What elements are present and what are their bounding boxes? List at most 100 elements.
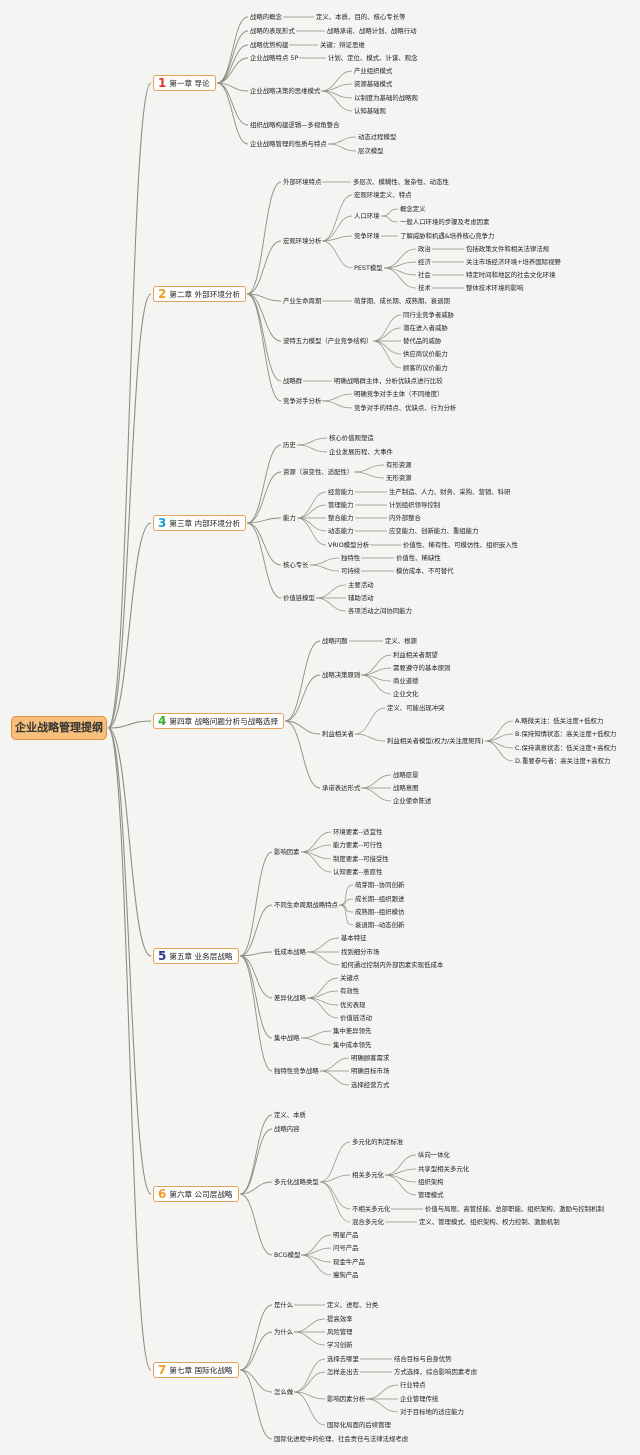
topic[interactable]: 国际化局面的后续管理 (327, 1421, 391, 1429)
topic[interactable]: 包括政策文件和相关法律法规 (466, 245, 550, 253)
topic[interactable]: 企业发展历程、大事件 (329, 448, 393, 456)
topic[interactable]: 有形资源 (386, 461, 412, 469)
topic[interactable]: 利益相关者 (322, 730, 354, 738)
topic[interactable]: 组织战略构建逻辑—多视角整合 (250, 121, 340, 129)
topic[interactable]: BCG模型 (274, 1251, 301, 1259)
topic[interactable]: 现金牛产品 (333, 1258, 365, 1266)
topic[interactable]: 社会 (418, 271, 431, 279)
topic[interactable]: 主要活动 (348, 581, 374, 589)
topic[interactable]: 企业管理传统 (400, 1395, 439, 1403)
topic[interactable]: 管理能力 (328, 501, 354, 509)
topic[interactable]: 宏观环境定义、特点 (354, 191, 412, 199)
topic[interactable]: 认知基础观 (354, 107, 386, 115)
topic[interactable]: 整合能力 (328, 514, 354, 522)
topic[interactable]: 了解威胁和机遇&培养核心竞争力 (400, 232, 495, 240)
topic[interactable]: 共享型相关多元化 (418, 1165, 470, 1173)
topic[interactable]: 多元化的判定标准 (352, 1138, 404, 1146)
topic[interactable]: 关注市场经济环境+培养国际视野 (466, 258, 561, 266)
topic[interactable]: 定义、本质、目的、核心专长等 (316, 13, 406, 21)
topic[interactable]: 宏观环境分析 (283, 237, 322, 245)
topic[interactable]: 独特性竞争战略 (274, 1067, 319, 1075)
topic[interactable]: 多元化战略类型 (274, 1178, 319, 1186)
topic[interactable]: 波特五力模型（产业竞争结构） (283, 337, 373, 345)
topic[interactable]: B.保持知情状态：高关注度+低权力 (515, 730, 617, 738)
topic[interactable]: VRIO模型分析 (328, 541, 370, 549)
topic[interactable]: 可持续 (341, 567, 361, 575)
topic[interactable]: 计划、定位、模式、计谋、观念 (328, 54, 418, 62)
topic[interactable]: PEST模型 (354, 264, 383, 272)
topic[interactable]: 一般人口环境的步骤及考虑因素 (400, 218, 490, 226)
topic[interactable]: 战略愿景 (393, 771, 419, 779)
topic[interactable]: 集中差异领先 (333, 1027, 372, 1035)
topic[interactable]: 需要遵守的基本原则 (393, 664, 451, 672)
topic[interactable]: 定义、可能出现冲突 (387, 704, 445, 712)
topic[interactable]: 核心价值观塑造 (329, 434, 374, 442)
topic[interactable]: 如何通过控制内外部因素实现低成本 (341, 961, 444, 969)
topic[interactable]: 定义、管理模式、组织架构、权力控制、激励机制 (419, 1218, 560, 1226)
topic[interactable]: 资源（演变性、适配性） (283, 468, 354, 476)
topic[interactable]: 不相关多元化 (352, 1205, 391, 1213)
topic[interactable]: 能力要素--可行性 (333, 841, 383, 849)
topic[interactable]: 集中成本领先 (333, 1041, 372, 1049)
topic[interactable]: 差异化战略 (274, 994, 306, 1002)
topic[interactable]: 战略决策原则 (322, 671, 361, 679)
topic[interactable]: 以制度为基础的战略观 (354, 94, 418, 102)
topic[interactable]: 同行业竞争者威胁 (403, 311, 455, 319)
topic[interactable]: 生产制造、人力、财务、采购、营销、科研 (389, 488, 511, 496)
topic[interactable]: 能力 (283, 514, 296, 522)
topic[interactable]: 价值与局限、高管技能、总部职能、组织架构、激励与控制机制 (425, 1205, 604, 1213)
topic[interactable]: 经济 (418, 258, 431, 266)
topic[interactable]: 影响因素 (274, 848, 300, 856)
topic[interactable]: 历史 (283, 441, 296, 449)
topic[interactable]: 企业战略决策的思维模式 (250, 87, 321, 95)
topic[interactable]: 各项活动之间协同能力 (348, 607, 412, 615)
topic[interactable]: C.保持满意状态：低关注度+高权力 (515, 744, 617, 752)
topic[interactable]: 竞争对手的特点、优缺点、行为分析 (354, 404, 457, 412)
topic[interactable]: 经营能力 (328, 488, 354, 496)
topic[interactable]: 瘦狗产品 (333, 1271, 359, 1279)
topic[interactable]: 成长期--组织跟进 (355, 895, 405, 903)
topic[interactable]: 竞争环境 (354, 232, 380, 240)
topic[interactable]: 优劣表现 (340, 1001, 366, 1009)
topic[interactable]: 明确顾客需求 (351, 1054, 390, 1062)
topic[interactable]: 影响因素分析 (327, 1395, 366, 1403)
topic[interactable]: 产业生命周期 (283, 297, 322, 305)
topic[interactable]: 产业组织模式 (354, 67, 393, 75)
topic[interactable]: 价值链活动 (340, 1014, 372, 1022)
topic[interactable]: 定义、根源 (385, 637, 417, 645)
topic[interactable]: 选择经营方式 (351, 1081, 390, 1089)
topic[interactable]: 战略承诺、战略计划、战略行动 (327, 27, 417, 35)
topic[interactable]: 战略群 (283, 377, 303, 385)
topic[interactable]: 明确目标市场 (351, 1067, 390, 1075)
topic[interactable]: 政治 (418, 245, 431, 253)
topic[interactable]: 低成本战略 (274, 948, 306, 956)
topic[interactable]: 认知要素--意愿性 (333, 868, 383, 876)
topic[interactable]: 内外部整合 (389, 514, 421, 522)
topic[interactable]: 对于目标地的适应能力 (400, 1408, 464, 1416)
topic[interactable]: 价值性、稀有性、可模仿性、组织嵌入性 (403, 541, 519, 549)
topic[interactable]: 纵向一体化 (418, 1151, 450, 1159)
topic[interactable]: 模仿成本、不可替代 (396, 567, 454, 575)
topic[interactable]: 明星产品 (333, 1231, 359, 1239)
topic[interactable]: 核心专长 (283, 561, 309, 569)
topic[interactable]: 替代品的威胁 (403, 337, 442, 345)
topic[interactable]: 独特性 (341, 554, 361, 562)
topic[interactable]: 环境要素--适宜性 (333, 828, 383, 836)
topic[interactable]: 结合目标与自身优势 (394, 1355, 452, 1363)
topic[interactable]: 明确竞争对手主体（不同维度） (354, 390, 444, 398)
topic[interactable]: 明确战略群主体，分析优缺点进行比较 (334, 377, 443, 385)
topic[interactable]: 应变能力、创新能力、重组能力 (389, 527, 479, 535)
topic[interactable]: 企业文化 (393, 690, 419, 698)
topic[interactable]: 组织架构 (418, 1178, 444, 1186)
topic[interactable]: 技术 (418, 284, 431, 292)
topic[interactable]: 学习创新 (327, 1341, 353, 1349)
topic[interactable]: 战略优势构建 (250, 41, 289, 49)
topic[interactable]: 层次模型 (358, 147, 384, 155)
topic[interactable]: 行业特点 (400, 1381, 426, 1389)
